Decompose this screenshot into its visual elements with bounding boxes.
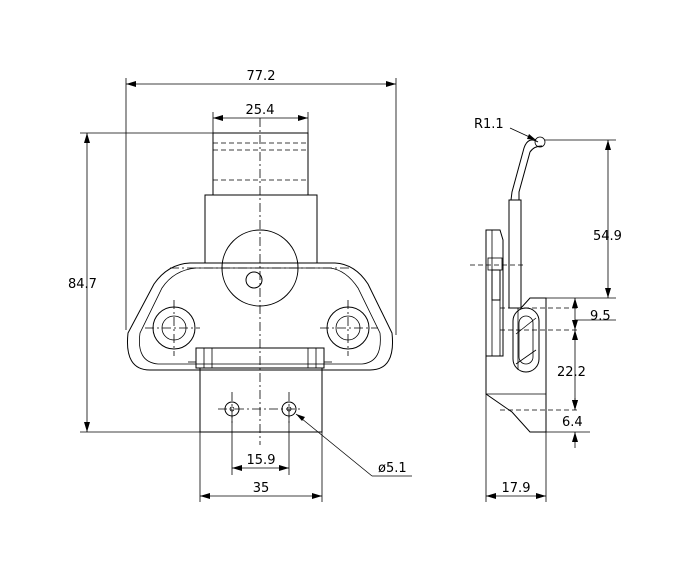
dim-side-height: 54.9 (545, 139, 622, 299)
side-body (485, 229, 547, 433)
dim-side-depth: 17.9 (485, 394, 547, 502)
side-clip (512, 307, 540, 373)
dim-overall-height-label: 84.7 (68, 277, 97, 292)
spring-wire (510, 136, 546, 201)
dim-top-width: 25.4 (212, 103, 309, 133)
dim-radius: R1.1 (474, 117, 537, 141)
dim-side-offset-a: 9.5 (572, 298, 616, 330)
dim-side-offset-b-label: 22.2 (557, 365, 586, 380)
latch-body (126, 262, 394, 371)
dim-side-offset-c-label: 6.4 (562, 415, 583, 430)
side-view: R1.1 54.9 9.5 22.2 (470, 117, 622, 502)
side-hidden-lines (470, 264, 580, 411)
dim-hole-spacing: 15.9 (231, 416, 290, 475)
base-plate (199, 367, 323, 433)
front-view: 77.2 25.4 84.7 15.9 (68, 69, 412, 502)
dim-hole-spacing-label: 15.9 (247, 453, 276, 468)
dim-top-width-label: 25.4 (246, 103, 275, 118)
top-cylinder (204, 132, 318, 264)
dim-hole-diameter: ø5.1 (295, 413, 412, 477)
dim-overall-width: 77.2 (125, 69, 397, 335)
dim-base-width: 35 (199, 432, 323, 502)
dim-radius-label: R1.1 (474, 117, 504, 132)
upright-bar (508, 199, 522, 309)
dim-side-offset-c: 6.4 (546, 398, 590, 448)
dim-side-depth-label: 17.9 (502, 481, 531, 496)
dim-overall-height: 84.7 (68, 132, 213, 433)
dim-side-offset-a-label: 9.5 (590, 309, 611, 324)
dim-side-offset-b: 22.2 (557, 330, 586, 410)
dim-overall-width-label: 77.2 (247, 69, 276, 84)
center-lines (145, 118, 378, 445)
dim-side-height-label: 54.9 (593, 229, 622, 244)
dim-base-width-label: 35 (253, 481, 270, 496)
dim-hole-diameter-label: ø5.1 (378, 461, 407, 476)
